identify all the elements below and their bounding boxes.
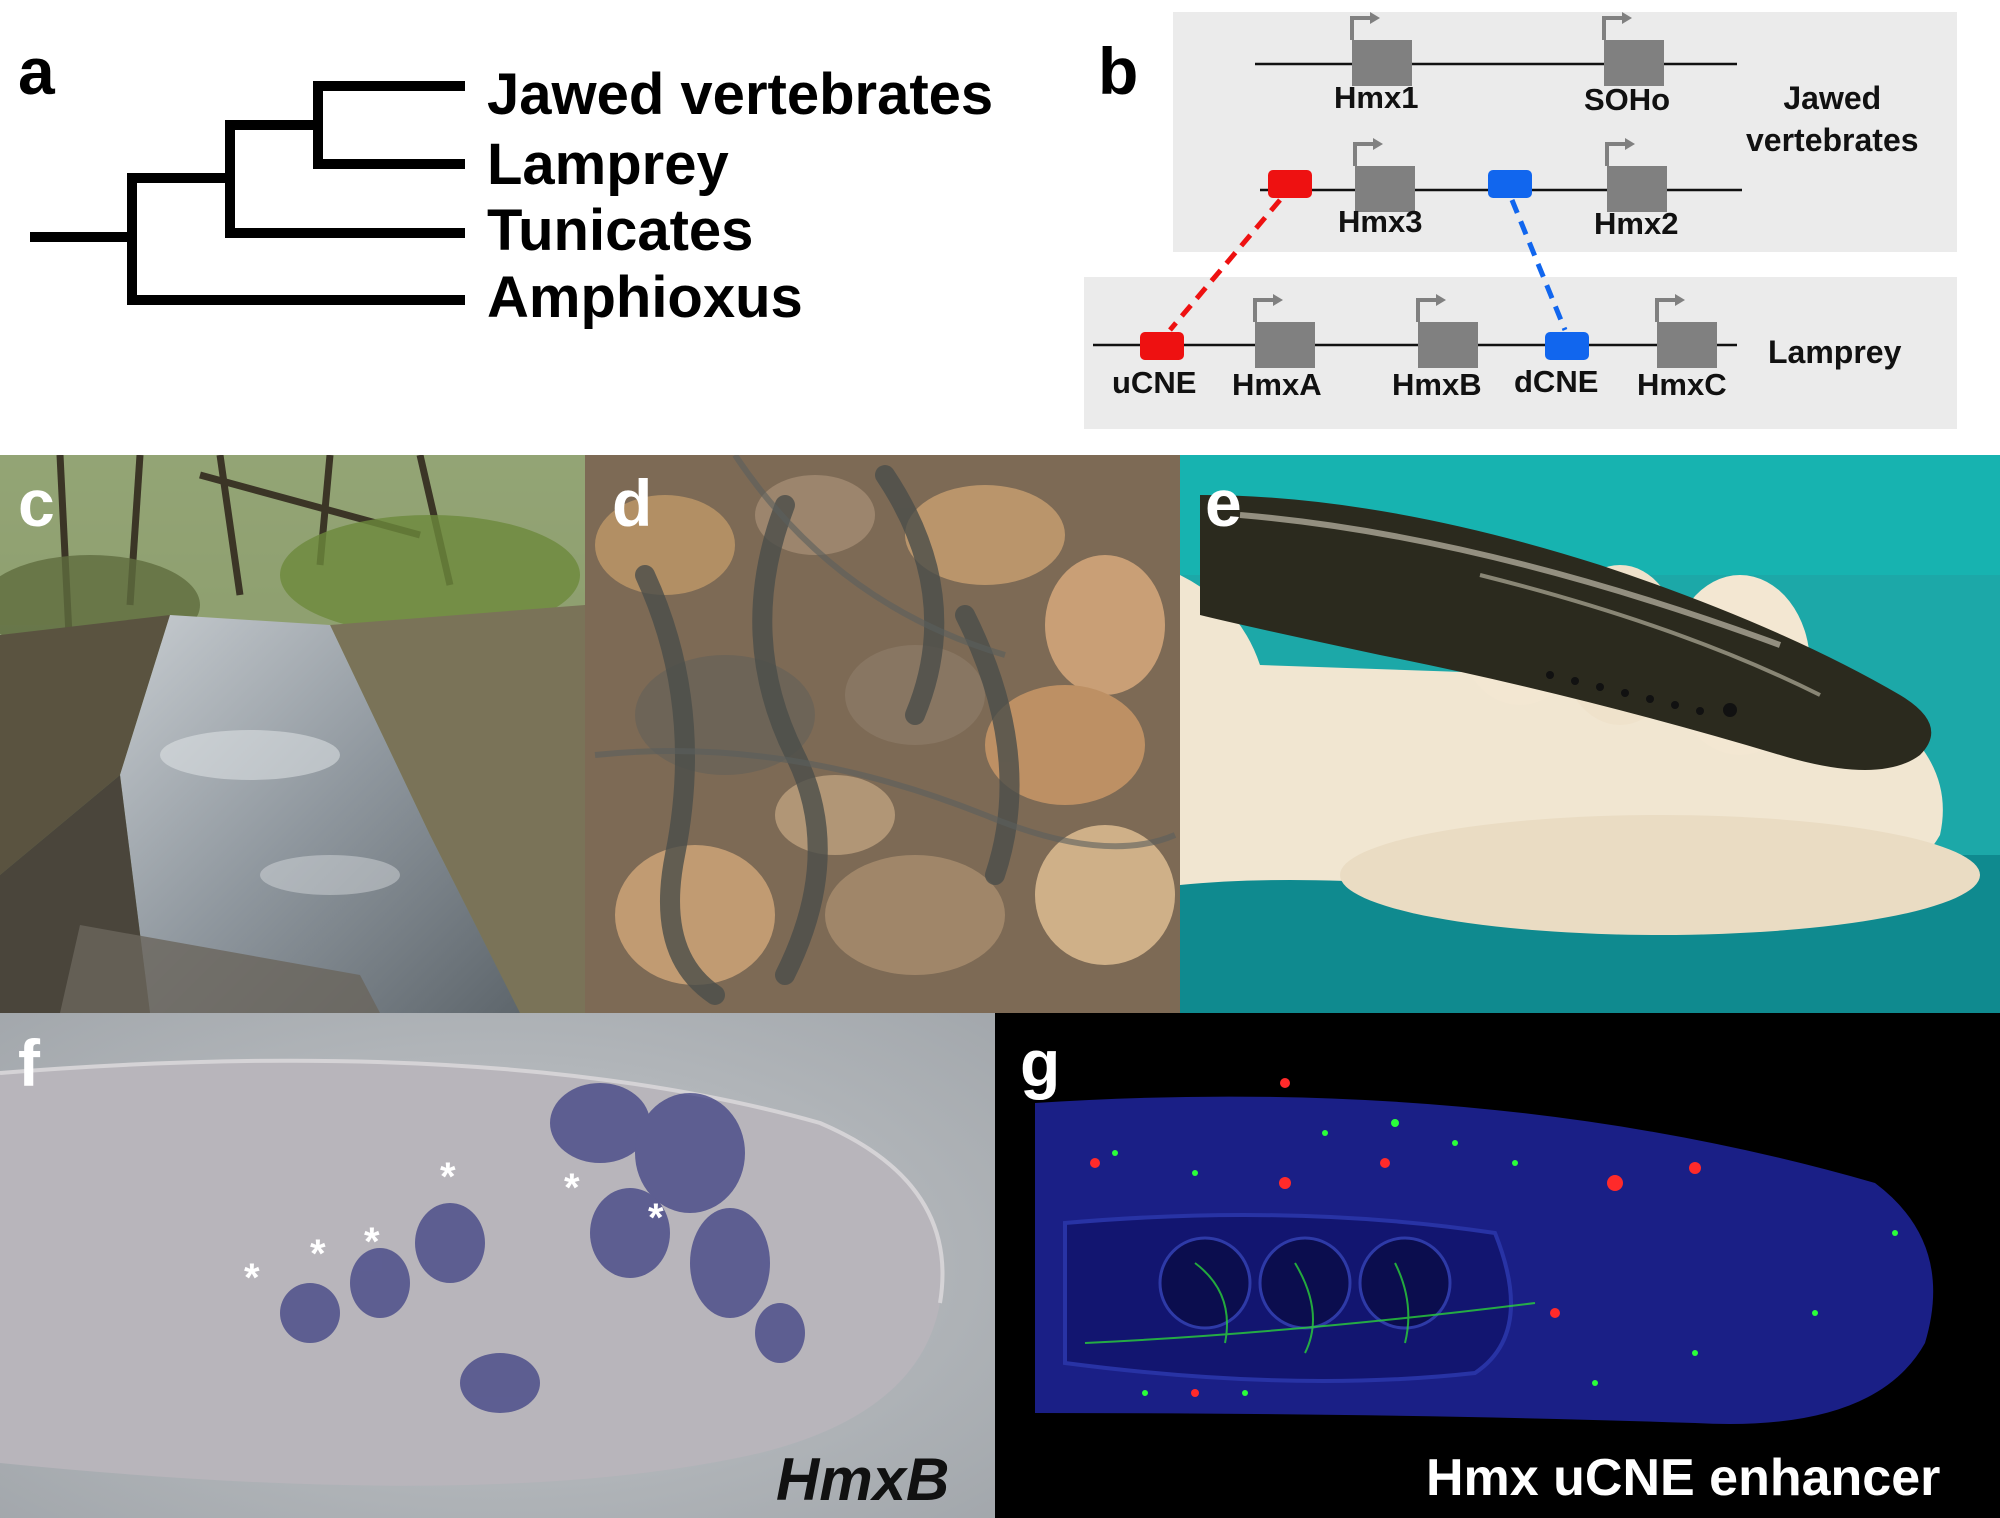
panel-f-letter: f (18, 1026, 40, 1100)
gene-label-hmx1: Hmx1 (1334, 80, 1419, 115)
stream-photo (0, 455, 585, 1013)
hmxb-in-situ-image (0, 1013, 995, 1518)
adult-lamprey-photo (1180, 455, 2000, 1013)
taxon-label-amphioxus: Amphioxus (487, 265, 803, 330)
dcne-connector (1509, 199, 1568, 331)
ucne-enhancer-caption: Hmx uCNE enhancer (1426, 1449, 1941, 1507)
panel-a-letter: a (18, 34, 55, 108)
ucne-jawed-box (1268, 170, 1312, 198)
gene-label-hmx2: Hmx2 (1594, 206, 1679, 241)
panel-c-letter: c (18, 466, 55, 540)
jawed-label-line2: vertebrates (1746, 121, 1919, 158)
synteny-diagram (1084, 12, 1957, 429)
gene-block-hmx2 (1607, 166, 1667, 212)
gene-block-hmxa (1255, 322, 1315, 368)
panel-b-letter: b (1098, 34, 1139, 108)
gene-label-soho: SOHo (1584, 82, 1671, 117)
taxon-label-lamprey: Lamprey (487, 132, 729, 197)
ucne-lamprey-box (1140, 332, 1184, 360)
taxon-label-jawed-vertebrates: Jawed vertebrates (487, 62, 994, 127)
dcne-jawed-box (1488, 170, 1532, 198)
panel-e-letter: e (1205, 466, 1242, 540)
phylogenetic-tree (30, 81, 465, 305)
gene-block-hmxc (1657, 322, 1717, 368)
gene-block-soho (1604, 40, 1664, 86)
larvae-photo (585, 455, 1180, 1013)
jawed-label-line1: Jawed (1783, 80, 1882, 116)
ganglion-marker-2: * (564, 1166, 580, 1210)
panel-g-letter: g (1020, 1026, 1061, 1100)
gene-label-hmxb: HmxB (1392, 367, 1482, 402)
ganglion-marker-1: * (440, 1155, 456, 1199)
ganglion-marker-6: * (244, 1256, 260, 1300)
lamprey-box (1084, 277, 1957, 429)
gene-block-hmxb (1418, 322, 1478, 368)
gene-block-hmx3 (1355, 166, 1415, 212)
element-label-dcne: dCNE (1514, 364, 1599, 399)
jawed-vertebrates-box (1173, 12, 1957, 252)
ucne-connector (1168, 198, 1282, 332)
panel-d-letter: d (612, 466, 653, 540)
dcne-lamprey-box (1545, 332, 1589, 360)
hmxb-caption: HmxB (776, 1446, 950, 1513)
element-label-ucne: uCNE (1112, 365, 1197, 400)
ganglion-marker-5: * (310, 1232, 326, 1276)
lamprey-group-label: Lamprey (1768, 334, 1902, 370)
gene-block-hmx1 (1352, 40, 1412, 86)
ganglion-marker-3: * (648, 1196, 664, 1240)
ganglion-marker-4: * (364, 1220, 380, 1264)
gene-label-hmxc: HmxC (1637, 367, 1727, 402)
taxon-label-tunicates: Tunicates (487, 198, 754, 263)
gene-label-hmx3: Hmx3 (1338, 204, 1423, 239)
ucne-enhancer-image (995, 1013, 2000, 1518)
jawed-vertebrates-group-label: Jawed vertebrates (1746, 78, 1919, 161)
gene-label-hmxa: HmxA (1232, 367, 1322, 402)
